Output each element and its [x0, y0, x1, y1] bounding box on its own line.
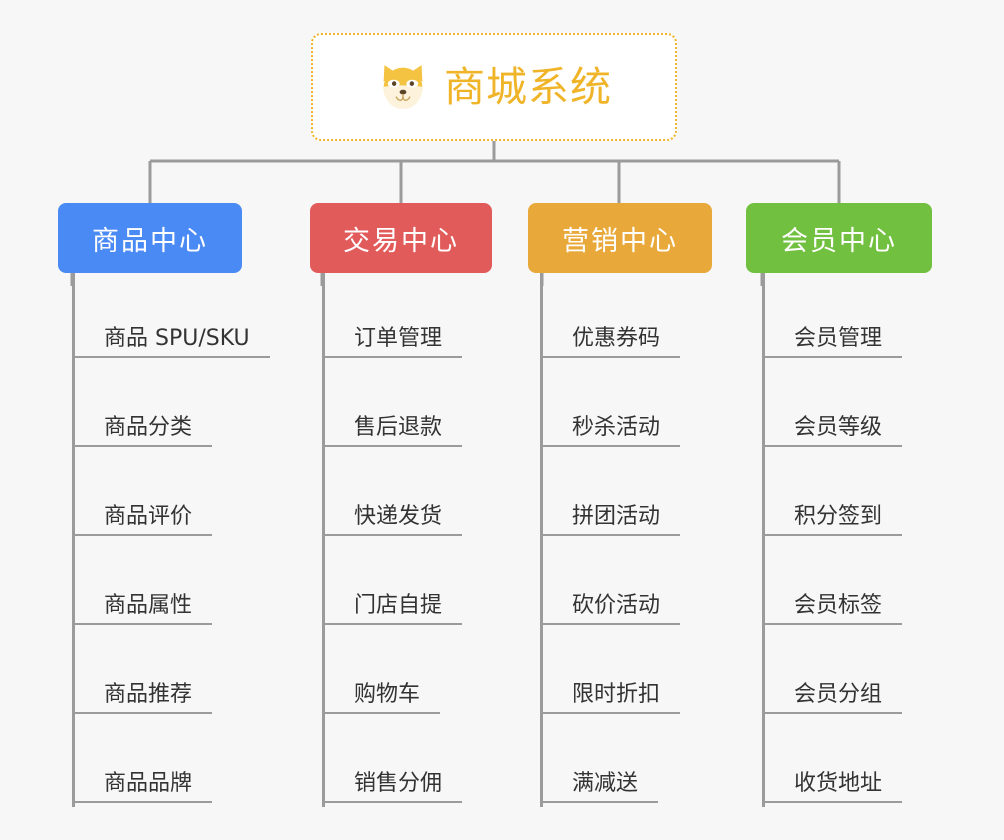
leaf-label: 商品分类 — [71, 413, 213, 447]
branch-column-2: 交易中心 订单管理 售后退款 快递发货 门店自提 购物车 销售分佣 — [310, 203, 492, 807]
list-item[interactable]: 会员管理 — [761, 273, 932, 362]
branch-column-1: 商品中心 商品 SPU/SKU 商品分类 商品评价 商品属性 商品推荐 商品品牌 — [58, 203, 270, 807]
list-item[interactable]: 订单管理 — [321, 273, 492, 362]
leaf-list-3: 优惠券码 秒杀活动 拼团活动 砍价活动 限时折扣 满减送 — [539, 273, 712, 807]
shiba-dog-face-icon — [383, 65, 423, 109]
root-node[interactable]: 商城系统 — [311, 33, 677, 141]
list-item[interactable]: 秒杀活动 — [539, 362, 712, 451]
category-label-2: 交易中心 — [343, 225, 459, 257]
branch-column-3: 营销中心 优惠券码 秒杀活动 拼团活动 砍价活动 限时折扣 满减送 — [528, 203, 712, 807]
list-item[interactable]: 销售分佣 — [321, 718, 492, 807]
list-item[interactable]: 拼团活动 — [539, 451, 712, 540]
leaf-list-4: 会员管理 会员等级 积分签到 会员标签 会员分组 收货地址 — [761, 273, 932, 807]
leaf-label: 售后退款 — [321, 413, 463, 447]
leaf-label: 满减送 — [539, 769, 659, 803]
leaf-label: 砍价活动 — [539, 591, 681, 625]
list-item[interactable]: 积分签到 — [761, 451, 932, 540]
root-title: 商城系统 — [444, 62, 612, 111]
branch-column-4: 会员中心 会员管理 会员等级 积分签到 会员标签 会员分组 收货地址 — [746, 203, 932, 807]
leaf-label: 秒杀活动 — [539, 413, 681, 447]
list-item[interactable]: 限时折扣 — [539, 629, 712, 718]
list-item[interactable]: 砍价活动 — [539, 540, 712, 629]
category-box-2[interactable]: 交易中心 — [310, 203, 492, 273]
leaf-label: 优惠券码 — [539, 324, 681, 358]
category-label-4: 会员中心 — [781, 225, 897, 257]
leaf-label: 会员等级 — [761, 413, 903, 447]
leaf-label: 积分签到 — [761, 502, 903, 536]
category-label-3: 营销中心 — [562, 225, 678, 257]
leaf-label: 门店自提 — [321, 591, 463, 625]
list-item[interactable]: 商品推荐 — [71, 629, 242, 718]
leaf-label: 订单管理 — [321, 324, 463, 358]
leaf-label: 购物车 — [321, 680, 441, 714]
category-box-4[interactable]: 会员中心 — [746, 203, 932, 273]
category-label-1: 商品中心 — [92, 225, 208, 257]
leaf-label: 销售分佣 — [321, 769, 463, 803]
leaf-label: 商品推荐 — [71, 680, 213, 714]
list-item[interactable]: 门店自提 — [321, 540, 492, 629]
leaf-label: 限时折扣 — [539, 680, 681, 714]
list-item[interactable]: 满减送 — [539, 718, 712, 807]
leaf-list-1: 商品 SPU/SKU 商品分类 商品评价 商品属性 商品推荐 商品品牌 — [71, 273, 270, 807]
list-item[interactable]: 商品品牌 — [71, 718, 242, 807]
list-item[interactable]: 会员等级 — [761, 362, 932, 451]
list-item[interactable]: 售后退款 — [321, 362, 492, 451]
list-item[interactable]: 会员标签 — [761, 540, 932, 629]
leaf-label: 商品属性 — [71, 591, 213, 625]
leaf-label: 会员管理 — [761, 324, 903, 358]
leaf-label: 会员标签 — [761, 591, 903, 625]
leaf-label: 拼团活动 — [539, 502, 681, 536]
list-item[interactable]: 商品分类 — [71, 362, 242, 451]
list-item[interactable]: 优惠券码 — [539, 273, 712, 362]
list-item[interactable]: 商品属性 — [71, 540, 242, 629]
list-item[interactable]: 购物车 — [321, 629, 492, 718]
leaf-label: 商品 SPU/SKU — [72, 324, 270, 358]
list-item[interactable]: 商品评价 — [71, 451, 242, 540]
leaf-label: 商品品牌 — [71, 769, 213, 803]
list-item[interactable]: 快递发货 — [321, 451, 492, 540]
leaf-label: 快递发货 — [321, 502, 463, 536]
category-box-3[interactable]: 营销中心 — [528, 203, 712, 273]
category-box-1[interactable]: 商品中心 — [58, 203, 242, 273]
leaf-label: 商品评价 — [71, 502, 213, 536]
list-item[interactable]: 商品 SPU/SKU — [72, 273, 270, 362]
list-item[interactable]: 收货地址 — [761, 718, 932, 807]
leaf-label: 会员分组 — [761, 680, 903, 714]
list-item[interactable]: 会员分组 — [761, 629, 932, 718]
leaf-list-2: 订单管理 售后退款 快递发货 门店自提 购物车 销售分佣 — [321, 273, 492, 807]
leaf-label: 收货地址 — [761, 769, 903, 803]
